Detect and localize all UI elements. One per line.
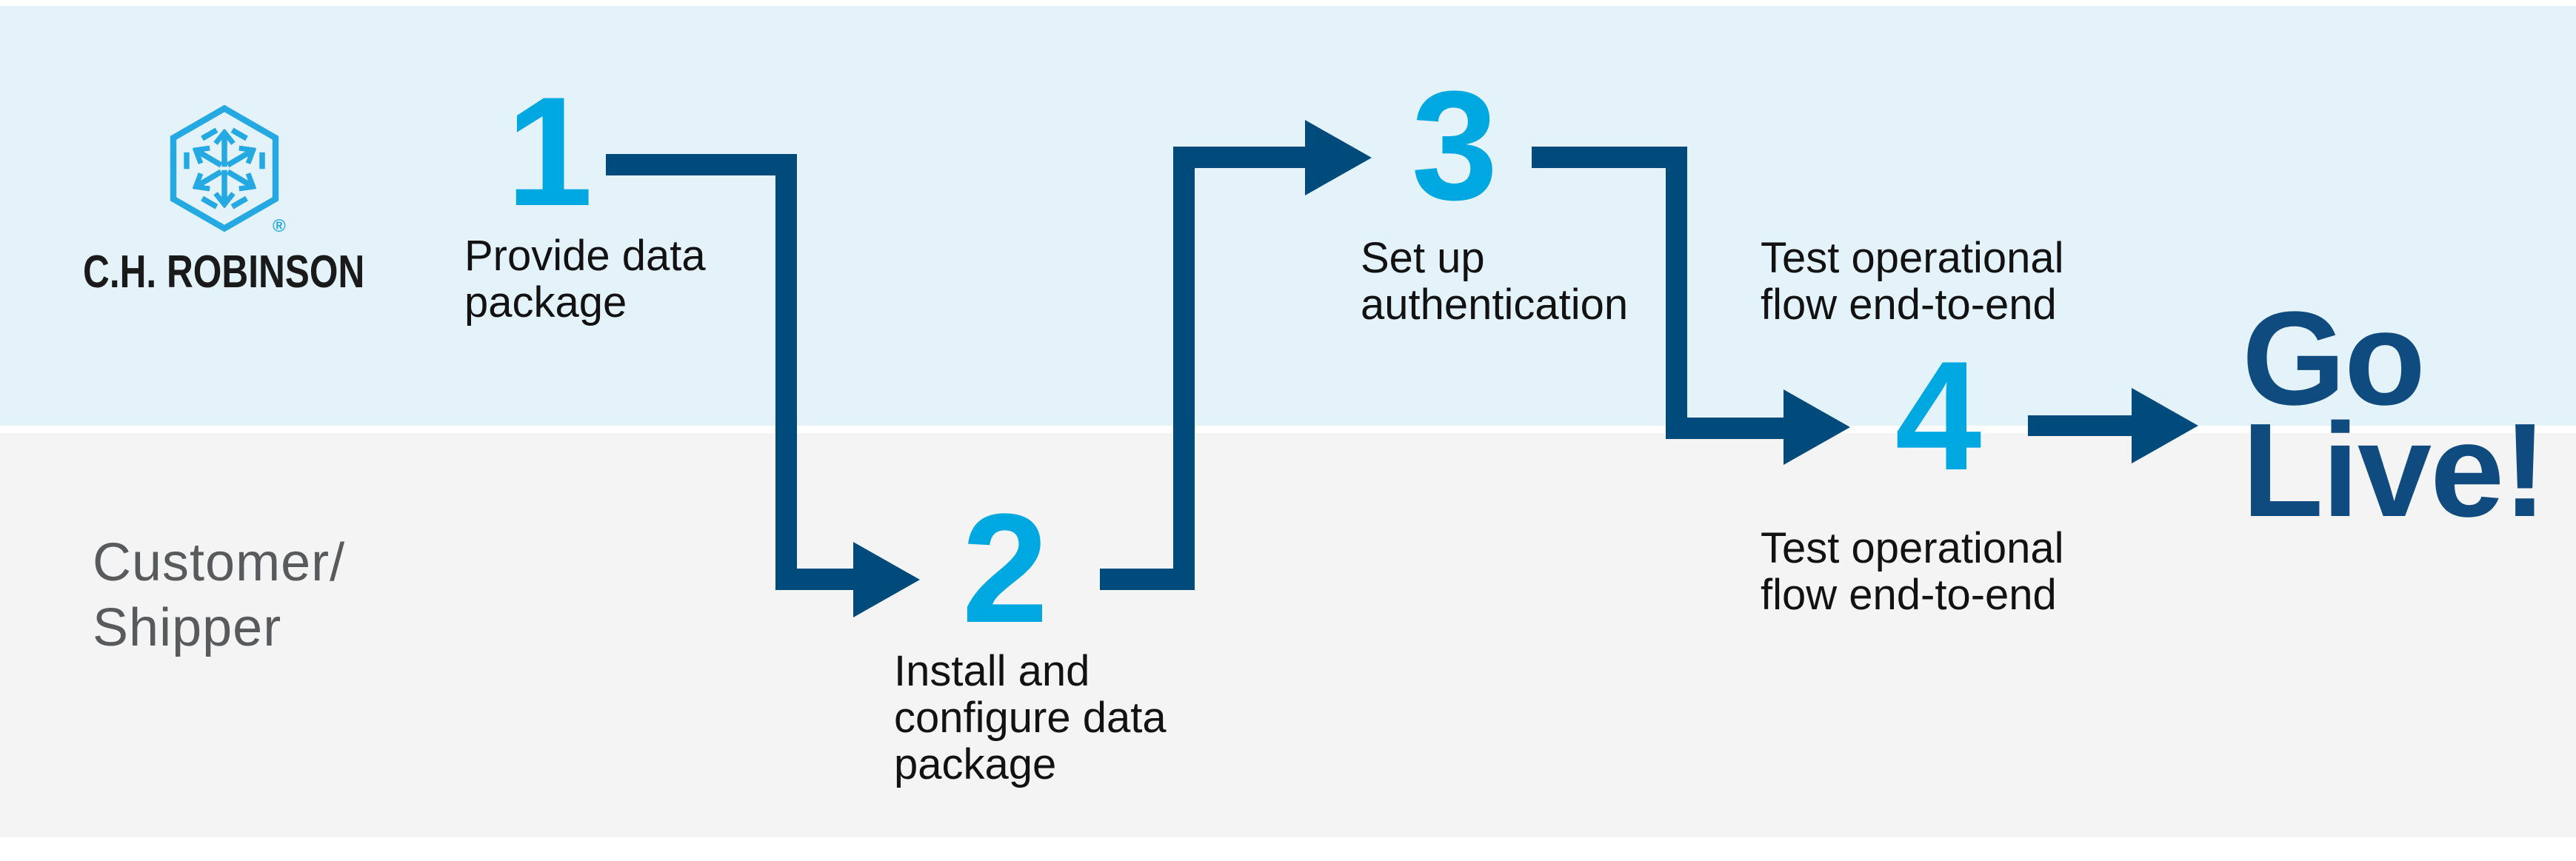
connector-1-2-arrow-head-icon xyxy=(853,542,920,617)
brand-wordmark: C.H. ROBINSON xyxy=(83,247,365,298)
step-2-label: Install and configure data package xyxy=(894,647,1167,788)
lane-label-customer-shipper: Customer/ Shipper xyxy=(93,533,346,657)
go-live-label: Go Live! xyxy=(2242,284,2547,545)
step-4-label-above: Test operational flow end-to-end xyxy=(1761,234,2064,329)
step-1-number: 1 xyxy=(506,64,593,238)
step-4-label-below: Test operational flow end-to-end xyxy=(1761,524,2064,619)
connector-3-4-arrow-head-icon xyxy=(1783,389,1850,465)
connector-2-3-arrow-head-icon xyxy=(1305,120,1372,195)
connector-2-3-segment-vertical xyxy=(1173,147,1195,590)
connector-1-2-segment-top xyxy=(606,154,797,175)
connector-3-4-segment-bottom xyxy=(1666,418,1784,439)
connector-1-2-segment-bottom xyxy=(775,569,855,590)
step-3-number: 3 xyxy=(1411,58,1498,232)
connector-1-2-segment-vertical xyxy=(775,154,797,590)
ch-robinson-logo-icon xyxy=(170,104,279,232)
step-2-number: 2 xyxy=(961,481,1049,655)
lane-ch-robinson xyxy=(0,6,2576,426)
connector-2-3-segment-top xyxy=(1173,147,1305,168)
connector-3-4-segment-top xyxy=(1532,147,1687,168)
connector-4-golive-segment xyxy=(2028,415,2132,436)
step-1-label: Provide data package xyxy=(464,232,706,326)
step-3-label: Set up authentication xyxy=(1361,234,1629,329)
connector-3-4-segment-vertical xyxy=(1666,147,1687,439)
lane-divider xyxy=(0,426,2576,433)
connector-4-golive-arrow-head-icon xyxy=(2132,388,2198,463)
lane-customer-shipper xyxy=(0,433,2576,837)
registered-trademark: ® xyxy=(273,216,286,236)
step-4-number: 4 xyxy=(1895,329,1982,503)
